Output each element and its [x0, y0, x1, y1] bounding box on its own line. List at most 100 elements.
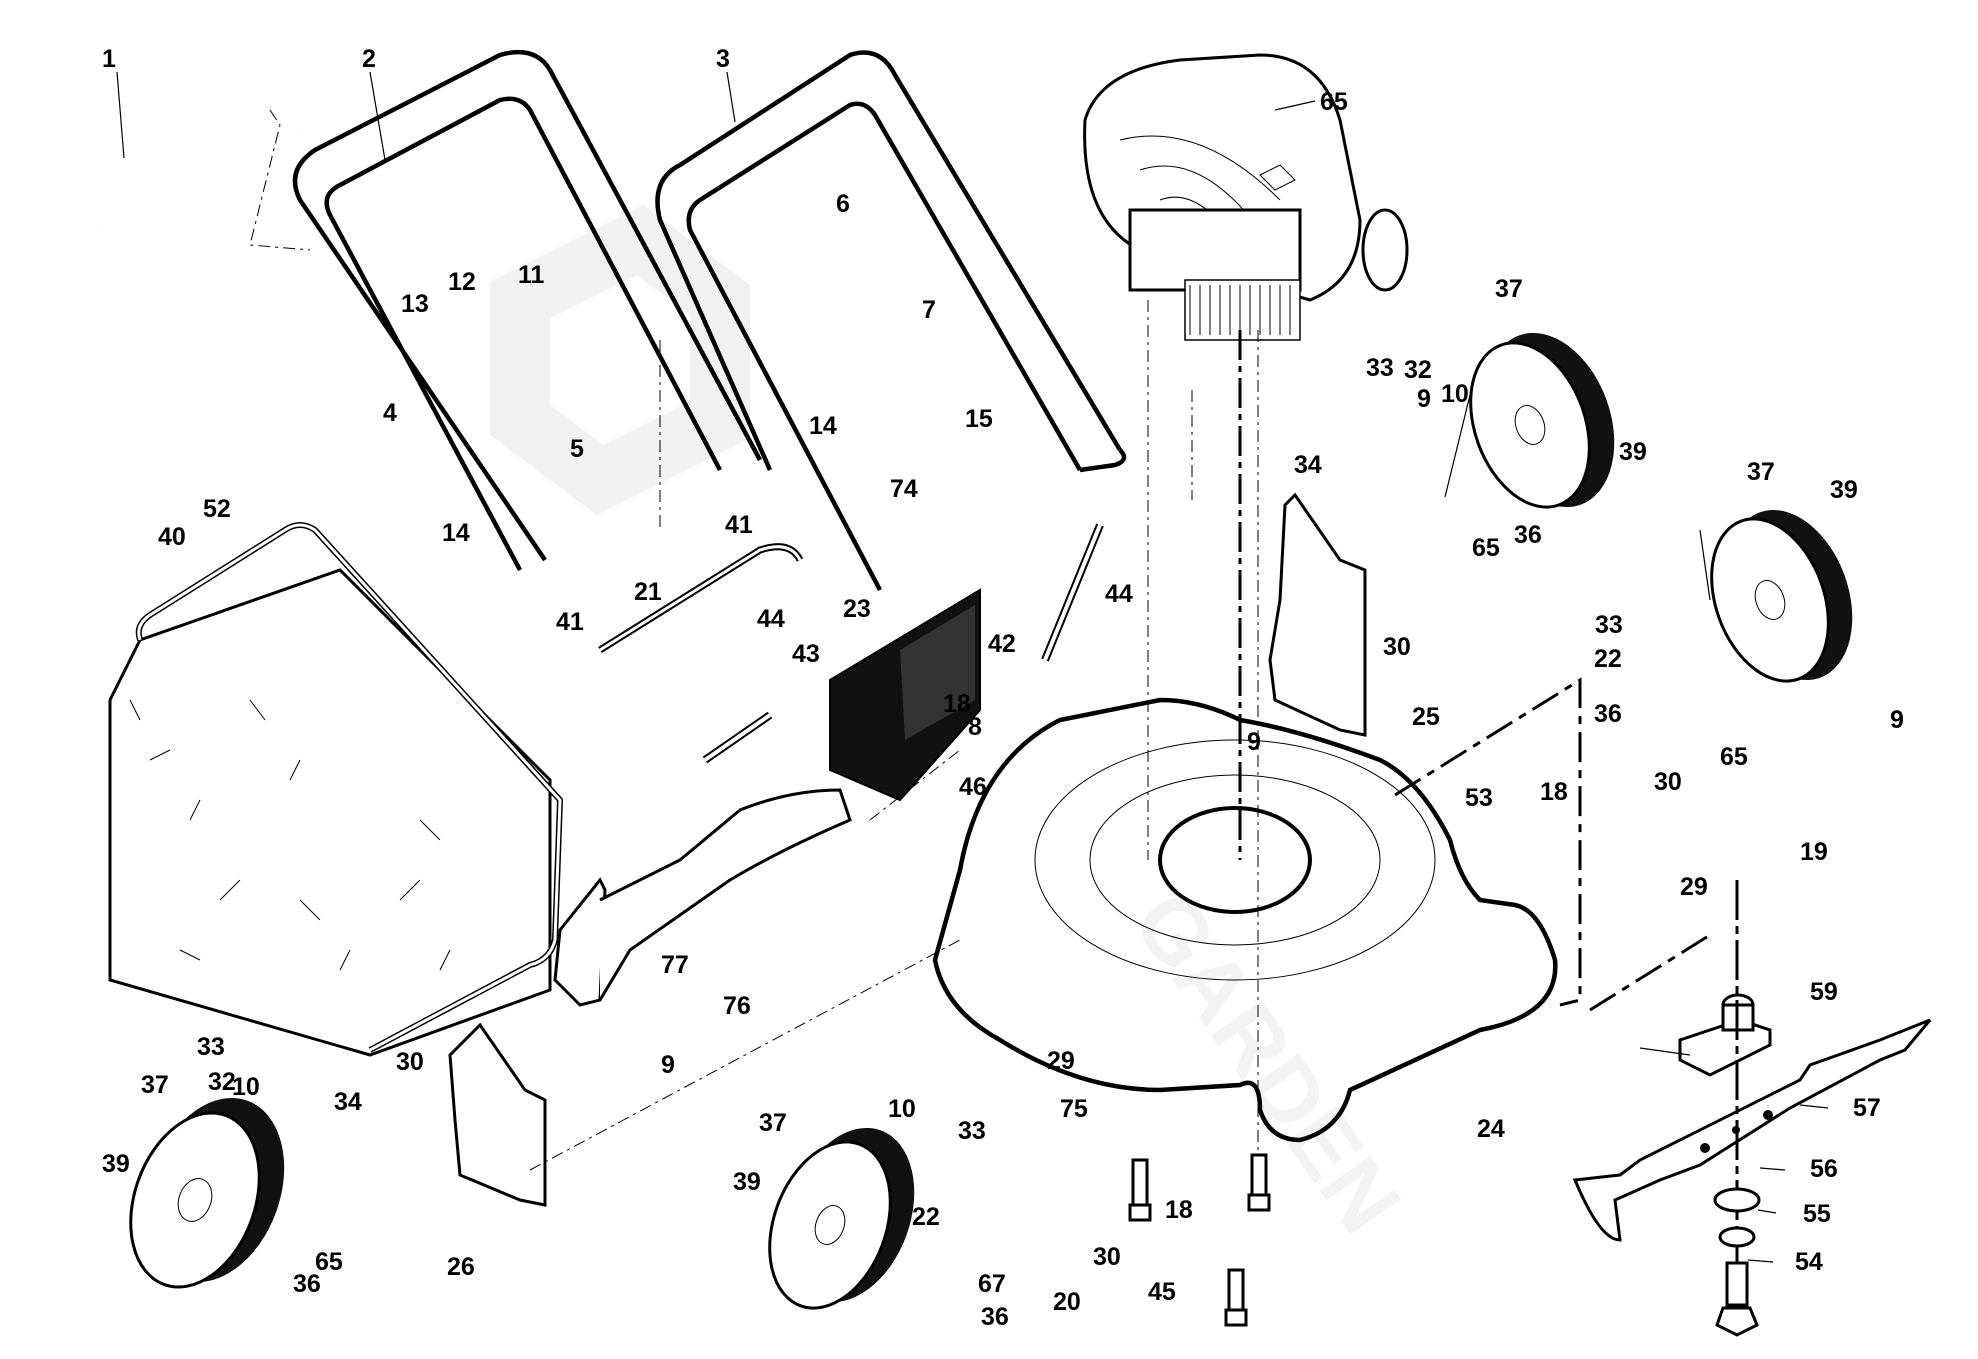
engine[interactable]	[1083, 53, 1409, 341]
callout-33-right[interactable]: 33	[1595, 611, 1623, 639]
callout-9-front[interactable]: 10	[888, 1095, 916, 1123]
callout-8[interactable]: 8	[968, 713, 982, 741]
callout-44-left[interactable]: 44	[757, 605, 785, 633]
callout-25[interactable]: 25	[1412, 703, 1440, 731]
callout-9[interactable]: 9	[1417, 385, 1431, 413]
wheel-left[interactable]	[108, 1078, 309, 1305]
callout-4[interactable]: 4	[383, 399, 397, 427]
callout-10[interactable]: 10	[1441, 380, 1469, 408]
callout-37-left[interactable]: 37	[141, 1071, 169, 1099]
callout-11[interactable]: 11	[518, 261, 545, 289]
callout-2[interactable]: 2	[362, 45, 376, 73]
callout-52[interactable]: 53	[1465, 784, 1493, 812]
callout-9-right[interactable]: 9	[1247, 728, 1261, 756]
callout-36-right[interactable]: 36	[1594, 700, 1622, 728]
callout-65-right[interactable]: 65	[1720, 743, 1748, 771]
upper-handle[interactable]	[292, 49, 762, 572]
callout-57[interactable]: 59	[1810, 978, 1838, 1006]
callout-26[interactable]: 26	[447, 1253, 475, 1281]
callout-22-front[interactable]: 22	[912, 1203, 940, 1231]
callout-65-upper[interactable]: 65	[1472, 534, 1500, 562]
callout-34-left[interactable]: 34	[334, 1088, 362, 1116]
hinge-rod-left[interactable]	[702, 711, 773, 764]
callout-37-right[interactable]: 37	[1747, 458, 1775, 486]
callout-37-upper[interactable]: 37	[1495, 275, 1523, 303]
callout-65-front[interactable]: 67	[978, 1270, 1006, 1298]
callout-37-front[interactable]: 37	[759, 1109, 787, 1137]
callout-7[interactable]: 7	[922, 296, 936, 324]
callout-30-right[interactable]: 30	[1654, 768, 1682, 796]
callout-77[interactable]: 9	[661, 1051, 675, 1079]
callout-15[interactable]: 15	[965, 405, 993, 433]
callout-50[interactable]: 52	[203, 495, 231, 523]
callout-39-front[interactable]: 39	[733, 1168, 761, 1196]
callout-33-front[interactable]: 33	[958, 1117, 986, 1145]
callout-33-upper[interactable]: 33	[1366, 354, 1394, 382]
callout-19[interactable]: 19	[1800, 838, 1828, 866]
callout-45[interactable]: 45	[1148, 1278, 1176, 1306]
callout-65-left[interactable]: 65	[315, 1248, 343, 1276]
lower-handle[interactable]	[655, 50, 1127, 592]
callout-39-right[interactable]: 39	[1830, 476, 1858, 504]
wheel-front[interactable]	[748, 1110, 937, 1325]
callout-32-left[interactable]: 32	[208, 1068, 236, 1096]
blade-washer[interactable]	[1713, 1187, 1761, 1213]
callout-30-upper[interactable]: 30	[1383, 633, 1411, 661]
wheel-right[interactable]	[1691, 492, 1875, 697]
callout-36-front[interactable]: 36	[981, 1303, 1009, 1331]
callout-42[interactable]: 42	[988, 630, 1016, 658]
callout-13[interactable]: 13	[401, 290, 429, 318]
height-adjuster-bracket-right[interactable]	[1268, 492, 1367, 737]
callout-23[interactable]: 23	[843, 595, 871, 623]
lock-washer[interactable]	[1718, 1226, 1756, 1248]
callout-74[interactable]: 75	[1060, 1095, 1088, 1123]
callout-76[interactable]: 77	[661, 951, 689, 979]
callout-3[interactable]: 3	[716, 45, 730, 73]
control-bar[interactable]	[93, 65, 301, 232]
callout-9-left[interactable]: 10	[232, 1073, 260, 1101]
callout-36-upper[interactable]: 36	[1514, 521, 1542, 549]
callout-6[interactable]: 6	[836, 190, 850, 218]
callout-22-right[interactable]: 22	[1594, 645, 1622, 673]
blade-bolt[interactable]	[1715, 1261, 1759, 1337]
callout-43[interactable]: 43	[792, 640, 820, 668]
callout-67[interactable]: 74	[890, 475, 918, 503]
callout-41-upper[interactable]: 41	[725, 511, 753, 539]
callout-14-upper[interactable]: 14	[809, 412, 837, 440]
callout-46[interactable]: 46	[959, 773, 987, 801]
mower-deck[interactable]	[932, 697, 1558, 1143]
callout-18-rear[interactable]: 18	[1540, 778, 1568, 806]
hinge-rod-right[interactable]	[1041, 523, 1104, 662]
callout-20[interactable]: 20	[1053, 1288, 1081, 1316]
blade-adapter[interactable]	[1678, 993, 1772, 1077]
callout-55[interactable]: 56	[1810, 1155, 1838, 1183]
engine-bolts[interactable]	[1128, 1153, 1271, 1327]
rear-door[interactable]	[829, 588, 981, 802]
callout-18-chute[interactable]: 18	[943, 690, 971, 718]
callout-30-front[interactable]: 30	[1093, 1243, 1121, 1271]
callout-29-front[interactable]: 29	[1047, 1047, 1075, 1075]
callout-36-left[interactable]: 36	[293, 1270, 321, 1298]
wheel-upper-right[interactable]	[1449, 315, 1637, 525]
callout-53[interactable]: 54	[1795, 1248, 1823, 1276]
callout-21[interactable]: 21	[634, 578, 662, 606]
callout-33-left[interactable]: 33	[197, 1033, 225, 1061]
callout-75[interactable]: 76	[723, 992, 751, 1020]
callout-32-upper[interactable]: 32	[1404, 356, 1432, 384]
callout-18-front[interactable]: 18	[1165, 1196, 1193, 1224]
callout-40[interactable]: 40	[158, 523, 186, 551]
callout-14-lower[interactable]: 14	[442, 519, 470, 547]
mulch-plug[interactable]	[553, 788, 852, 1007]
callout-44-right[interactable]: 44	[1105, 580, 1133, 608]
callout-29-right[interactable]: 29	[1680, 873, 1708, 901]
callout-41-lower[interactable]: 41	[556, 608, 584, 636]
callout-39-upper[interactable]: 39	[1619, 438, 1647, 466]
callout-56[interactable]: 57	[1853, 1094, 1881, 1122]
callout-5[interactable]: 5	[570, 435, 584, 463]
callout-59[interactable]: 65	[1320, 88, 1348, 116]
rod[interactable]	[598, 543, 804, 653]
bag-frame[interactable]	[135, 522, 564, 1053]
grass-bag[interactable]	[108, 568, 552, 1057]
callout-39-left[interactable]: 39	[102, 1150, 130, 1178]
callout-34-upper[interactable]: 34	[1294, 451, 1322, 479]
